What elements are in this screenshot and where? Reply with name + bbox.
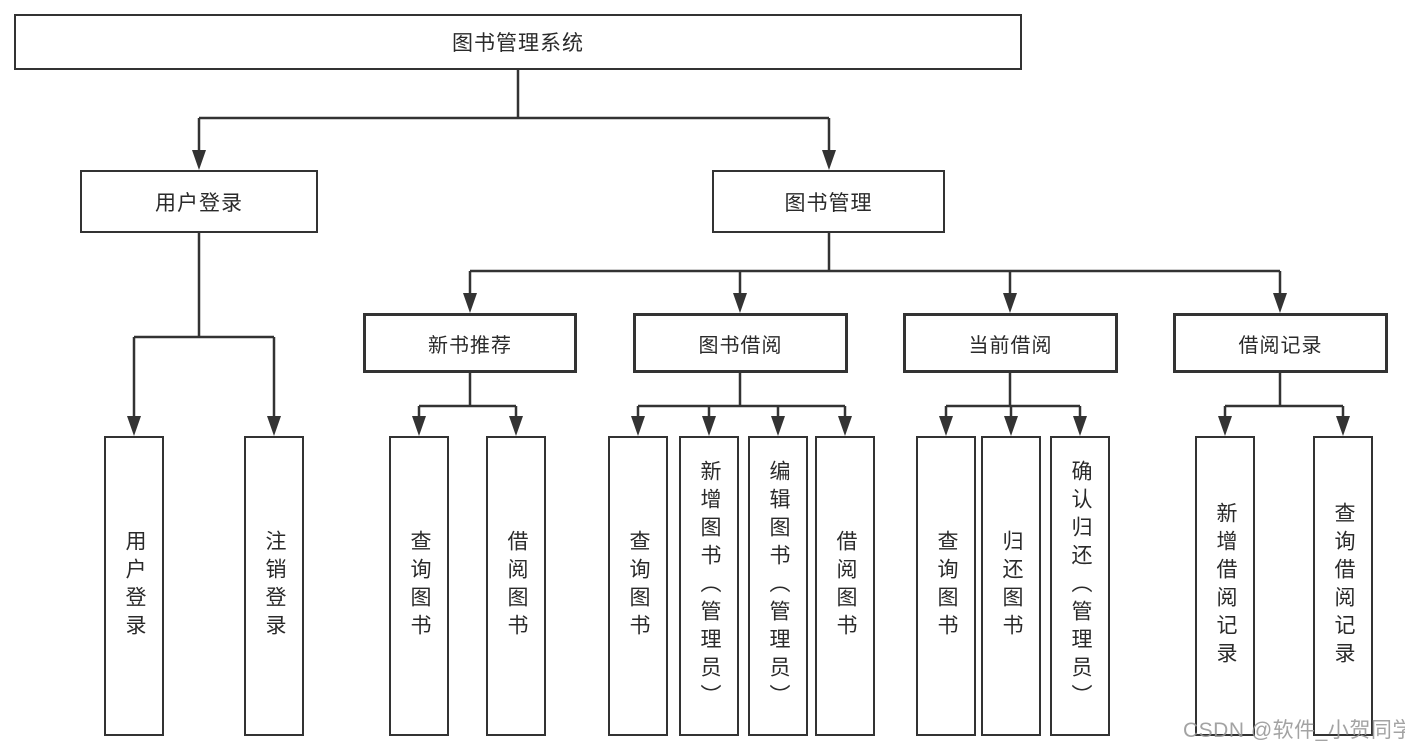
leaf-current-return-books: 归还图书 [981,436,1041,736]
node-current-borrowing: 当前借阅 [903,313,1118,373]
leaf-borrowing-edit-books-admin: 编辑图书（管理员） [748,436,808,736]
leaf-records-add-record: 新增借阅记录 [1195,436,1255,736]
csdn-watermark: CSDN @软件_小贺同学 [1183,719,1405,742]
leaf-current-query-books: 查询图书 [916,436,976,736]
leaf-borrowing-query-books: 查询图书 [608,436,668,736]
leaf-borrowing-borrow-books: 借阅图书 [815,436,875,736]
node-borrowing-records: 借阅记录 [1173,313,1388,373]
leaf-records-query-record: 查询借阅记录 [1313,436,1373,736]
leaf-newbooks-query-books: 查询图书 [389,436,449,736]
leaf-logout: 注销登录 [244,436,304,736]
leaf-borrowing-add-books-admin: 新增图书（管理员） [679,436,739,736]
leaf-newbooks-borrow-books: 借阅图书 [486,436,546,736]
leaf-user-login: 用户登录 [104,436,164,736]
node-user-login: 用户登录 [80,170,318,233]
node-new-book-recommend: 新书推荐 [363,313,577,373]
node-root: 图书管理系统 [14,14,1022,70]
node-book-management: 图书管理 [712,170,945,233]
leaf-current-confirm-return-admin: 确认归还（管理员） [1050,436,1110,736]
node-book-borrowing: 图书借阅 [633,313,848,373]
